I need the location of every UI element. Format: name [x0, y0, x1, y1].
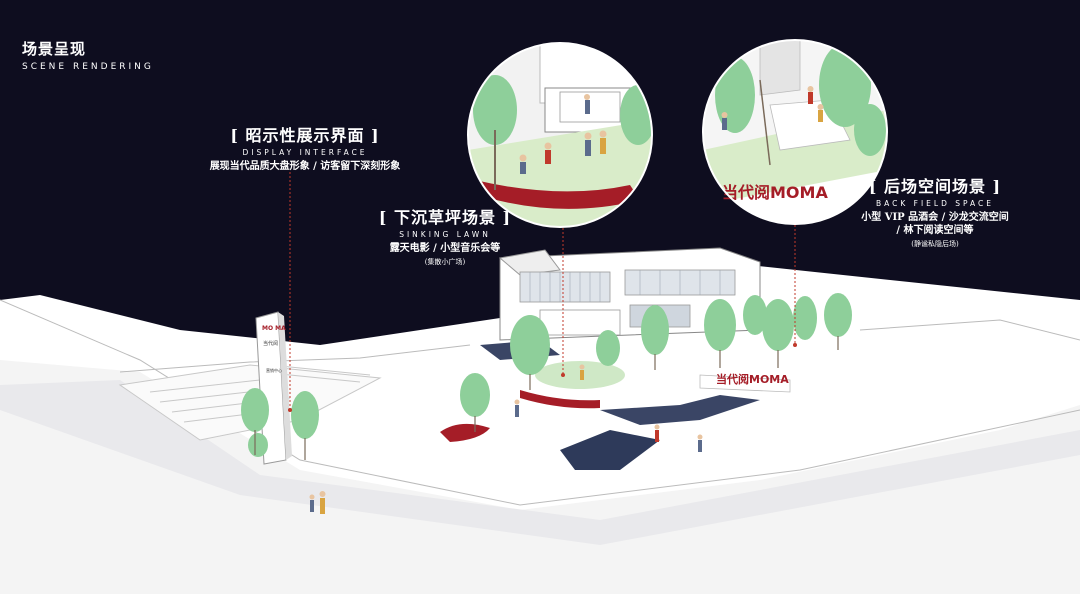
page-title: 场景呈现 [22, 40, 87, 58]
callout-description: 露天电影 / 小型音乐会等 [389, 243, 501, 254]
callout-description: 小型 VIP 品酒会 / 沙龙交流空间 [861, 212, 1009, 223]
callout-subtitle: BACK FIELD SPACE [875, 199, 995, 208]
totem-name: 当代阅 [263, 340, 278, 347]
callout-back-field-space: [ 后场空间场景 ] BACK FIELD SPACE 小型 VIP 品酒会 /… [840, 173, 1030, 249]
detail-circle-sinking-lawn [467, 42, 653, 228]
detail-circle-back-field: 当代阅MOMA [702, 39, 888, 225]
callout-title: [ 后场空间场景 ] [868, 177, 1002, 196]
people [309, 364, 703, 514]
red-planters [440, 374, 791, 442]
brand-wall-sign: 当代阅MOMA [716, 372, 789, 386]
totem-brand: MO MA [262, 325, 286, 332]
callout-title: [ 下沉草坪场景 ] [378, 208, 512, 227]
page-subtitle: SCENE RENDERING [22, 62, 154, 72]
callout-leaders [289, 172, 796, 410]
callout-subtitle: SINKING LAWN [399, 230, 491, 239]
callout-note: (静谧私隐后场) [911, 240, 959, 248]
callout-markers [288, 343, 797, 412]
callout-display-interface: [ 昭示性展示界面 ] DISPLAY INTERFACE 展现当代品质大盘形象… [165, 122, 445, 173]
callout-subtitle: DISPLAY INTERFACE [242, 148, 368, 157]
callout-description-2: / 林下阅读空间等 [896, 225, 974, 236]
totem-label: 营销中心 [266, 367, 282, 373]
callout-note: (集散小广场) [424, 258, 466, 266]
callout-sinking-lawn: [ 下沉草坪场景 ] SINKING LAWN 露天电影 / 小型音乐会等 (集… [355, 204, 535, 267]
trees [241, 293, 852, 457]
callout-title: [ 昭示性展示界面 ] [230, 126, 380, 145]
detail-brand-sign: 当代阅MOMA [722, 183, 828, 202]
callout-description: 展现当代品质大盘形象 / 访客留下深刻形象 [209, 161, 401, 172]
